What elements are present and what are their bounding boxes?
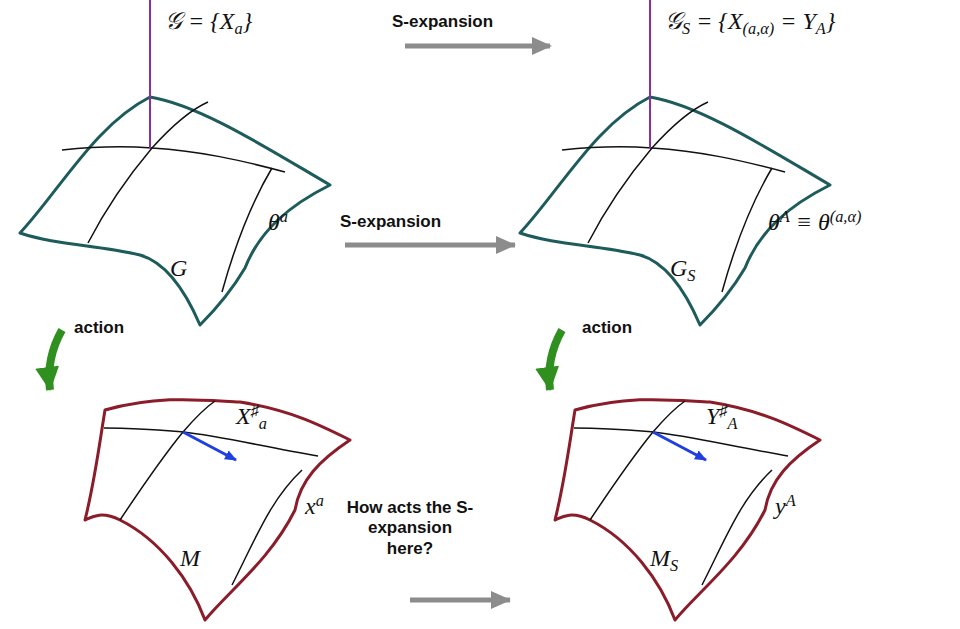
superscript: A xyxy=(786,491,796,510)
coordinate-line xyxy=(590,401,685,520)
subscript: A xyxy=(728,414,738,433)
coordinate-line xyxy=(88,102,208,243)
subscript: a xyxy=(234,19,242,38)
arrow-label: S-expansion xyxy=(392,12,493,32)
superscript: a xyxy=(280,207,288,226)
superscript: A xyxy=(780,207,790,226)
edge-label: S-expansion xyxy=(340,212,441,232)
subscript: S xyxy=(682,19,690,38)
subscript: S xyxy=(687,266,695,285)
surface-outline xyxy=(555,400,820,620)
subscript: a xyxy=(259,414,267,433)
surface-group xyxy=(555,400,820,620)
algebra-label: 𝒢 = {Xa} xyxy=(165,8,252,38)
coordinate-line xyxy=(120,401,215,520)
tangent-line xyxy=(649,88,651,148)
coordinate-line xyxy=(588,102,708,243)
coordinate-label: yA xyxy=(775,492,796,520)
manifold-surface: Gθa xyxy=(15,88,345,330)
manifold-name: MS xyxy=(650,545,678,575)
coordinate-line xyxy=(574,428,788,456)
manifold-surface: GS θA ≡ θ(a,α) xyxy=(515,88,955,330)
coordinate-label: Y♯A xyxy=(706,402,737,433)
vector-field-arrow xyxy=(653,432,706,460)
manifold-surface: MS yA Y♯A xyxy=(510,390,910,626)
coordinate-label: θA ≡ θ(a,α) xyxy=(768,208,861,236)
coordinate-line xyxy=(62,147,285,172)
subscript: (a,α) xyxy=(743,19,775,38)
coordinate-label: xa xyxy=(305,492,324,520)
surface-group xyxy=(520,88,830,325)
superscript: (a,α) xyxy=(830,207,862,226)
coordinate-label: θa xyxy=(268,208,288,236)
expansion-arrow xyxy=(410,598,510,603)
manifold-name: GS xyxy=(670,255,696,285)
expansion-arrow xyxy=(345,243,515,248)
manifold-name: G xyxy=(170,255,187,281)
surface-outline xyxy=(20,97,330,325)
surface-group xyxy=(85,400,350,620)
tangent-line xyxy=(149,88,151,148)
superscript: a xyxy=(316,491,324,510)
edge-label: action xyxy=(74,318,124,338)
coordinate-line xyxy=(722,168,772,292)
coordinate-line xyxy=(702,470,772,585)
superscript: ♯ xyxy=(719,401,727,420)
expansion-arrow xyxy=(405,44,550,49)
algebra-label: 𝒢S = {X(a,α) = YA} xyxy=(665,8,835,38)
subscript: S xyxy=(670,556,678,575)
coordinate-label: X♯a xyxy=(236,402,267,433)
action-arrow xyxy=(549,330,562,390)
surface-group xyxy=(20,88,330,325)
tangent-line xyxy=(649,0,651,100)
coordinate-line xyxy=(222,168,272,292)
coordinate-line xyxy=(562,147,785,172)
manifold-name: M xyxy=(180,545,200,571)
surface-art xyxy=(15,88,345,330)
subscript: A xyxy=(816,19,826,38)
coordinate-line xyxy=(232,470,302,585)
tangent-line xyxy=(149,0,151,100)
superscript: ♯ xyxy=(251,401,259,420)
edge-label: action xyxy=(582,318,632,338)
surface-outline xyxy=(520,97,830,325)
surface-outline xyxy=(85,400,350,620)
edge-label: How acts the S-expansion here? xyxy=(345,498,475,559)
action-arrow xyxy=(49,330,62,390)
coordinate-line xyxy=(104,428,318,456)
vector-field-arrow xyxy=(183,432,236,460)
surface-art xyxy=(515,88,955,330)
